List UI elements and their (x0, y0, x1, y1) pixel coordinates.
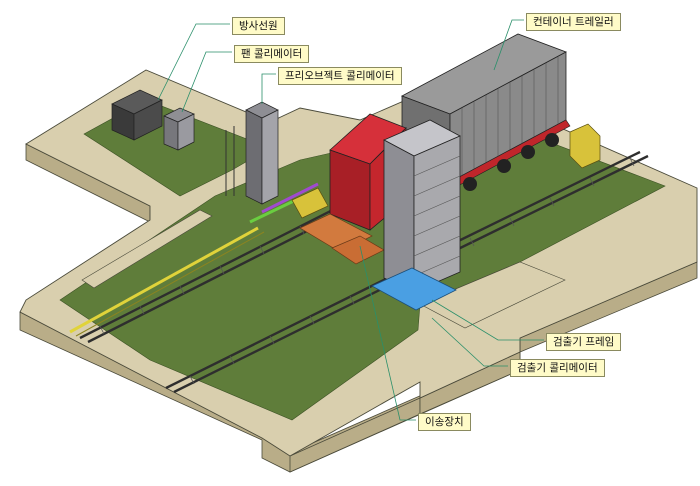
transfer-device (299, 213, 385, 265)
purple-pipe (261, 182, 319, 214)
grass-main-area (59, 111, 666, 421)
yellow-box-right (569, 123, 601, 169)
label-detector-frame: 검출기 프레임 (546, 333, 622, 351)
leader-lines (157, 19, 544, 421)
radiation-source (111, 89, 163, 141)
detector-frame (371, 119, 461, 311)
yellow-cable-rail-2 (75, 231, 265, 337)
yellow-cable-rail (69, 226, 259, 334)
preobject-collimator (225, 101, 279, 205)
label-detector-collimator: 검출기 콜리메이터 (510, 359, 605, 377)
slab-strip (81, 209, 213, 289)
label-transfer-device: 이송장치 (418, 413, 471, 431)
fan-collimator (163, 107, 195, 151)
label-radiation-source: 방사선원 (232, 17, 285, 35)
yellow-mechanism (291, 187, 329, 219)
label-fan-collimator: 팬 콜리메이터 (234, 45, 310, 63)
slab-pad-right (419, 261, 566, 329)
label-container-trailer: 컨테이너 트레일러 (526, 13, 621, 31)
label-preobject-collimator: 프리오브젝트 콜리메이터 (278, 67, 402, 85)
green-pipe (249, 196, 301, 224)
